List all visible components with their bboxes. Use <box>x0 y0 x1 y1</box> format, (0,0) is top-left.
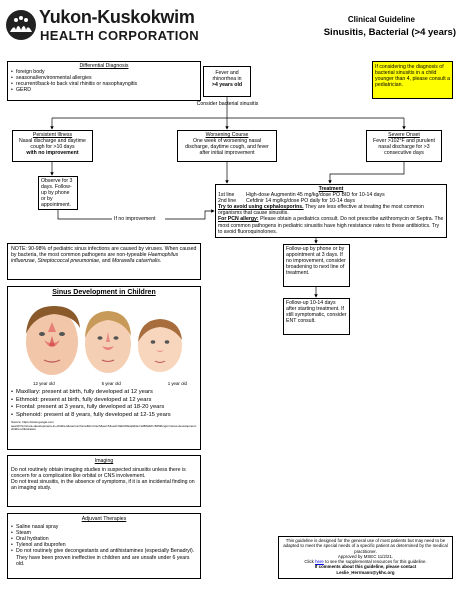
connector <box>57 210 112 220</box>
list-item: Ethmoid: present at birth, fully develop… <box>11 397 197 405</box>
logo-line1: Yukon-Kuskokwim <box>39 7 195 27</box>
page-title: Sinusitis, Bacterial (>4 years) <box>323 27 456 38</box>
fever-line1: Fever and <box>215 70 239 76</box>
pathogen-note: NOTE: 90-98% of pediatric sinus infectio… <box>7 243 201 280</box>
no-improvement-label: If no improvement <box>113 216 157 223</box>
treatment-line2: 2nd line Cefdinir 14 mg/kg/dose PO daily… <box>218 198 444 204</box>
age-label-12: 12 year old <box>33 381 55 386</box>
avoid-label: Try to avoid using cephalosporins. <box>218 204 304 211</box>
fever-line3: >4 years old <box>211 82 243 89</box>
differential-title: Differential Diagnosis <box>79 63 129 69</box>
source-label: Source: https://www.google.com <box>11 419 54 424</box>
supplemental-resources-link[interactable]: here <box>315 559 324 565</box>
treatment-box: Treatment 1st line High-dose Augmentin 4… <box>215 184 447 238</box>
click-pre: Click <box>304 559 316 565</box>
age-label-1: 1 year old <box>167 381 187 386</box>
footer-disclaimer: This guideline is designed for the gener… <box>278 536 453 579</box>
imaging-title: Imaging <box>94 458 114 464</box>
list-item: Do not routinely give decongestants and … <box>11 548 197 566</box>
treatment-title: Treatment <box>318 186 344 192</box>
treatment-line1: 1st line High-dose Augmentin 45 mg/kg/do… <box>218 192 444 198</box>
note-prefix: NOTE: 90-98% of pediatric sinus infectio… <box>11 246 197 259</box>
logo: Yukon-Kuskokwim HEALTH CORPORATION <box>6 6 200 46</box>
child-12yr-face <box>26 306 80 375</box>
line1-text: High-dose Augmentin 45 mg/kg/dose PO BID… <box>246 192 385 199</box>
connector <box>328 162 405 184</box>
note-sep2: , and <box>98 258 112 265</box>
list-item: Saline nasal spray <box>11 524 197 530</box>
adjuvant-title: Adjuvant Therapies <box>81 516 127 522</box>
list-item: Sphenoid: present at 8 years, fully deve… <box>11 412 197 420</box>
imaging-p1: Do not routinely obtain imaging studies … <box>11 467 186 480</box>
ykhc-logo-icon <box>6 10 36 40</box>
young-child-note: If considering the diagnosis of bacteria… <box>372 61 453 99</box>
source-text: search?q=sinus+development+in+children&s… <box>11 423 197 432</box>
click-post: to see the supplemental resources for th… <box>323 559 427 565</box>
sinus-children-illustration <box>26 306 182 375</box>
persistent-bold: with no improvement <box>26 150 79 157</box>
imaging-p2: Do not treat sinusitis, in the absence o… <box>11 479 195 492</box>
pcn-allergy: For PCN allergy: Please obtain a pediatr… <box>218 216 444 234</box>
differential-diagnosis-box: Differential Diagnosis foreign body seas… <box>7 61 201 101</box>
footer-contact: If comments about this guideline, please… <box>314 564 417 570</box>
age-label-5: 5 year old <box>101 381 121 386</box>
imaging-box: Imaging Do not routinely obtain imaging … <box>7 455 201 507</box>
adjuvant-box: Adjuvant Therapies Saline nasal spray St… <box>7 513 201 579</box>
list-item: Steam <box>11 530 197 536</box>
worsening-title: Worsening Course <box>205 132 249 138</box>
footer-line2: Approved by MSEC 11/2/21. <box>337 553 394 559</box>
pcn-label: For PCN allergy: <box>218 216 259 223</box>
list-item: seasonal/environmental allergies <box>11 75 197 81</box>
note-org1: Haemophilus influenzae <box>11 252 179 265</box>
list-item: recurrent/back-to back viral rhinitis or… <box>11 81 197 87</box>
pcn-text: Please obtain a pediatrics consult. Do n… <box>218 216 444 235</box>
sinus-title: Sinus Development in Children <box>52 289 156 296</box>
note-sep1: , <box>34 258 38 265</box>
line2-label: 2nd line <box>218 198 237 205</box>
note-org3: Moraxella catarrhalis <box>111 258 160 265</box>
avoid-text: They are less effective at treating the … <box>218 204 424 217</box>
sinus-source: Source: https://www.google.com search?q=… <box>11 419 197 432</box>
child-1yr-face <box>138 319 182 372</box>
list-item: foreign body <box>11 69 197 75</box>
line2-text: Cefdinir 14 mg/kg/dose PO daily for 10-1… <box>246 198 355 205</box>
persistent-text: Nasal discharge and daytime cough for >1… <box>19 138 86 151</box>
note-suffix: . <box>159 258 162 265</box>
list-item: Maxillary: present at birth, fully devel… <box>11 389 197 397</box>
persistent-title: Persistent Illness <box>32 132 73 138</box>
worsening-course-box: Worsening Course One week of worsening n… <box>177 130 277 162</box>
severe-onset-box: Severe Onset Fever >102°F and purulent n… <box>366 130 442 162</box>
list-item: Tylenol and ibuprofen <box>11 542 197 548</box>
connector <box>165 209 215 220</box>
followup-10-14-days-box: Follow-up 10-14 days after starting trea… <box>283 298 350 335</box>
note-org2: Streptococcal pneumoniae <box>37 258 99 265</box>
consider-text: Consider bacterial sinusitis <box>196 101 259 107</box>
fever-rhinorrhea-box: Fever and rhinorrhea in >4 years old <box>203 66 251 97</box>
footer-email: Leslie_Herrmann@ykhc.org <box>336 569 395 575</box>
list-item: Frontal: present at 3 years, fully devel… <box>11 404 197 412</box>
footer-line1: This guideline is designed for the gener… <box>283 538 448 554</box>
avoid-cephalosporins: Try to avoid using cephalosporins. They … <box>218 204 444 216</box>
guideline-label: Clinical Guideline <box>347 15 415 24</box>
persistent-illness-box: Persistent Illness Nasal discharge and d… <box>12 130 93 162</box>
list-item: Oral hydration <box>11 536 197 542</box>
age-labels: 12 year old 5 year old 1 year old <box>11 381 197 386</box>
followup-3-days-box: Follow-up by phone or by appointment at … <box>283 244 350 287</box>
sinus-development-box: Sinus Development in Children <box>7 286 201 450</box>
worsening-text: One week of worsening nasal discharge, d… <box>185 138 269 157</box>
fever-line2: rhinorrhea in <box>212 76 242 83</box>
observe-box: Observe for 3 days. Follow-up by phone o… <box>38 176 78 210</box>
severe-text: Fever >102°F and purulent nasal discharg… <box>373 138 435 157</box>
list-item: GERD <box>11 87 197 93</box>
line1-label: 1st line <box>218 192 235 199</box>
severe-title: Severe Onset <box>388 132 420 138</box>
logo-line2: HEALTH CORPORATION <box>40 28 200 43</box>
child-5yr-face <box>85 311 131 373</box>
footer-click: Click here to see the supplemental resou… <box>281 559 450 564</box>
